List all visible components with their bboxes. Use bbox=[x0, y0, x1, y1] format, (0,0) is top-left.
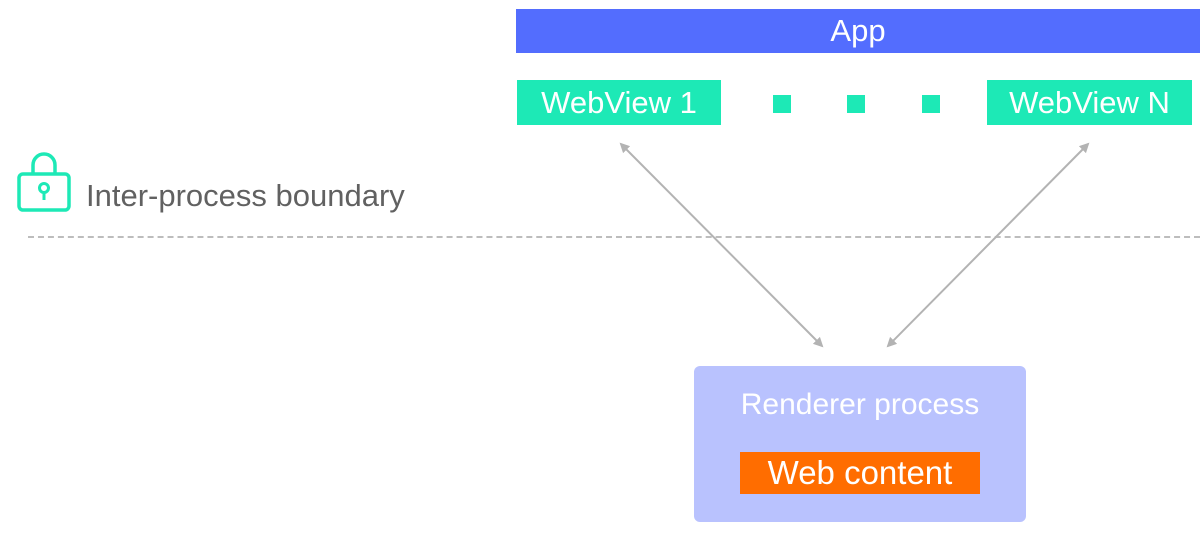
ellipsis-dot bbox=[773, 95, 791, 113]
renderer-process-label: Renderer process bbox=[740, 388, 980, 421]
arrow-webview-n-renderer bbox=[886, 142, 1090, 348]
ellipsis-dot bbox=[922, 95, 940, 113]
webview-1-label: WebView 1 bbox=[541, 84, 697, 120]
webview-n-box: WebView N bbox=[987, 80, 1192, 125]
lock-icon bbox=[17, 152, 71, 212]
ellipsis-dot bbox=[847, 95, 865, 113]
renderer-process-box: Renderer process Web content bbox=[694, 366, 1026, 522]
arrow-webview-1-renderer bbox=[619, 142, 824, 348]
boundary-line bbox=[28, 236, 1200, 238]
web-content-label: Web content bbox=[767, 454, 953, 491]
app-label: App bbox=[830, 13, 886, 48]
web-content-box: Web content bbox=[740, 452, 980, 494]
webview-1-box: WebView 1 bbox=[517, 80, 721, 125]
boundary-label: Inter-process boundary bbox=[86, 178, 405, 213]
app-bar: App bbox=[516, 9, 1200, 53]
webview-n-label: WebView N bbox=[1009, 84, 1170, 120]
